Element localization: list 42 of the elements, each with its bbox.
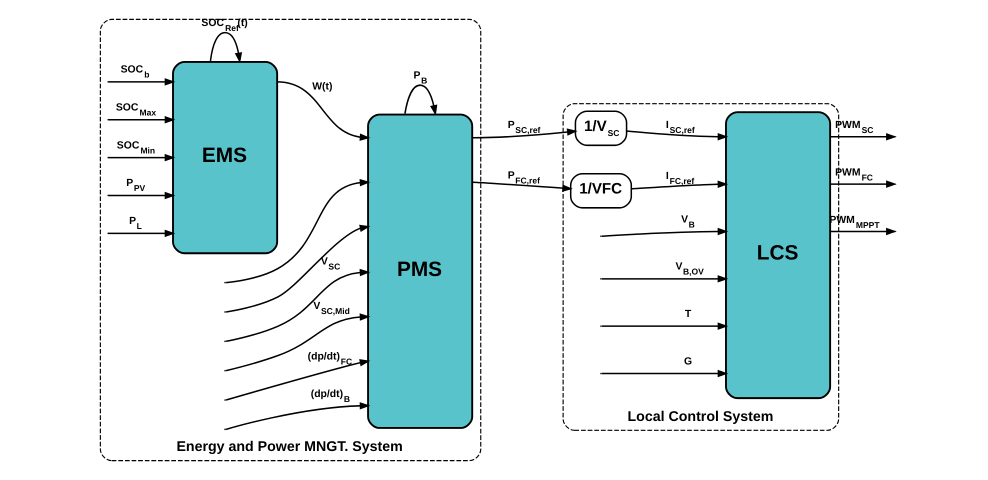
edge-label: SOC$_{b}$ bbox=[120, 64, 150, 80]
edge-label: (dp/dt)$_{B}$ bbox=[310, 389, 350, 404]
arrow bbox=[226, 178, 370, 284]
edge-label: P$_{PV}$ bbox=[126, 178, 146, 194]
edge-label: P$_{L}$ bbox=[129, 216, 142, 232]
edge-label: P$_{B}$ bbox=[414, 70, 428, 86]
arrow bbox=[602, 275, 728, 283]
arrow bbox=[226, 224, 370, 313]
arrow bbox=[108, 192, 176, 200]
edge-label: SOC$_{Max}$ bbox=[116, 102, 156, 118]
edge-label: V$_{SC,Mid}$ bbox=[313, 300, 350, 316]
arrow bbox=[472, 181, 573, 192]
edge-label: G bbox=[684, 356, 692, 368]
edge-label: V$_{B,OV}$ bbox=[675, 262, 704, 277]
arrow bbox=[108, 78, 176, 86]
arrow bbox=[226, 313, 370, 372]
edge-label: SOC$_{Min}$ bbox=[116, 140, 156, 156]
arrow bbox=[631, 180, 728, 190]
arrow bbox=[108, 116, 176, 124]
edge-label: P$_{SC,ref}$ bbox=[508, 120, 540, 136]
edge-label: W(t) bbox=[312, 81, 332, 92]
edge-label: V$_{B}$ bbox=[681, 214, 695, 230]
node-box: 1/V$_{SC}$ bbox=[574, 110, 628, 146]
arrow bbox=[626, 130, 728, 140]
arrow bbox=[226, 359, 370, 401]
arrow bbox=[602, 322, 728, 330]
edge-label: I$_{FC,ref}$ bbox=[666, 171, 694, 186]
arrow bbox=[226, 402, 370, 430]
edge-label: P$_{FC,ref}$ bbox=[508, 170, 540, 186]
edge-label: (dp/dt)$_{FC}$ bbox=[308, 351, 352, 366]
arrow bbox=[404, 84, 438, 116]
arrow bbox=[602, 228, 728, 237]
arrow bbox=[602, 370, 728, 378]
arrow bbox=[226, 268, 370, 342]
edge-label: I$_{SC,ref}$ bbox=[666, 120, 695, 136]
arrow bbox=[108, 230, 176, 238]
arrow bbox=[472, 128, 578, 138]
node-box: 1/VFC bbox=[570, 172, 632, 209]
edge-label: T bbox=[684, 308, 692, 320]
arrow bbox=[108, 154, 176, 162]
arrow bbox=[277, 81, 370, 141]
arrow bbox=[210, 32, 242, 64]
